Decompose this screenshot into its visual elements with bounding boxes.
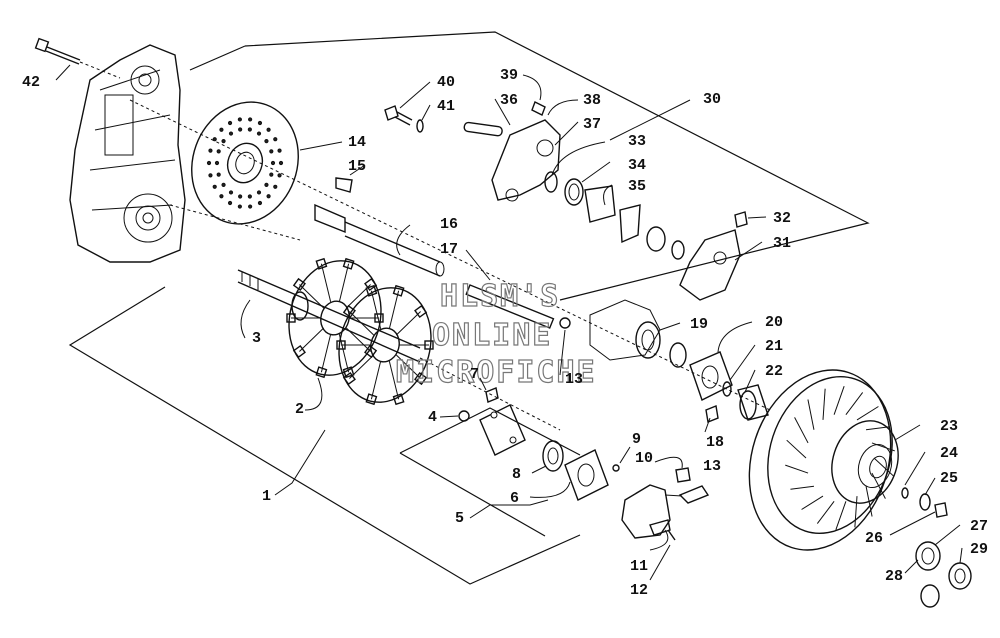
callout-1: 1 <box>262 488 271 505</box>
callout-14: 14 <box>348 134 366 151</box>
callout-4: 4 <box>428 409 437 426</box>
callout-13-bracket: 13 <box>703 458 721 475</box>
callout-37: 37 <box>583 116 601 133</box>
group-box-5 <box>399 407 581 456</box>
watermark-line-1: HLSM'S <box>440 279 560 314</box>
washer-22 <box>722 381 732 397</box>
bolt-7 <box>485 387 499 403</box>
caliper-seals-33 <box>544 171 584 206</box>
bolt-18 <box>705 405 719 423</box>
watermark-line-2: ONLINE <box>432 318 552 353</box>
callout-3: 3 <box>252 330 261 347</box>
callout-30: 30 <box>703 91 721 108</box>
bleeder-32 <box>734 211 748 228</box>
drive-sprocket-2b <box>336 284 434 406</box>
flange-6 <box>479 404 526 456</box>
callout-41: 41 <box>437 98 455 115</box>
brake-caliper-30 <box>491 101 561 202</box>
washer-25 <box>919 493 931 511</box>
callout-23: 23 <box>940 418 958 435</box>
callout-31: 31 <box>773 235 791 252</box>
callout-8: 8 <box>512 466 521 483</box>
callout-38: 38 <box>583 92 601 109</box>
cap-28 <box>920 584 940 608</box>
callout-18: 18 <box>706 434 724 451</box>
washer-41 <box>416 119 424 133</box>
washer-9 <box>612 464 620 472</box>
key-15 <box>335 177 353 193</box>
leader-lines <box>55 64 963 581</box>
screw-12 <box>667 529 676 541</box>
callout-26: 26 <box>865 530 883 547</box>
callout-5: 5 <box>455 510 464 527</box>
callout-2: 2 <box>295 401 304 418</box>
clutch-23 <box>748 369 899 551</box>
callout-22: 22 <box>765 363 783 380</box>
seal-ring <box>671 240 685 260</box>
group-box-30 <box>189 31 870 301</box>
callout-15: 15 <box>348 158 366 175</box>
callout-36: 36 <box>500 92 518 109</box>
callout-9: 9 <box>632 431 641 448</box>
callout-numbers: 42 1 2 3 4 5 6 7 8 9 10 11 12 13 13 14 1… <box>22 67 988 599</box>
bearing-8 <box>542 440 564 472</box>
sensor-bracket-11 <box>621 484 710 539</box>
callout-21: 21 <box>765 338 783 355</box>
callout-19: 19 <box>690 316 708 333</box>
callout-13-nut: 13 <box>565 371 583 388</box>
bolt-42 <box>34 37 121 79</box>
callout-33: 33 <box>628 133 646 150</box>
callout-7: 7 <box>470 366 479 383</box>
callout-32: 32 <box>773 210 791 227</box>
bolt-40 <box>384 105 413 126</box>
spacer-22 <box>737 384 769 421</box>
callout-10: 10 <box>635 450 653 467</box>
piston <box>646 226 666 252</box>
chaincase-housing <box>69 44 186 263</box>
flange-plate-21 <box>689 351 733 401</box>
pin-36 <box>463 121 503 137</box>
group-box-1 <box>68 286 581 585</box>
callout-16: 16 <box>440 216 458 233</box>
brake-disc-14 <box>191 101 299 225</box>
callout-17: 17 <box>440 241 458 258</box>
callout-6: 6 <box>510 490 519 507</box>
bushing-4 <box>458 410 470 422</box>
callout-28: 28 <box>885 568 903 585</box>
bearing-housing-19 <box>589 299 661 361</box>
bearing-20 <box>669 342 687 368</box>
nut-13 <box>559 317 571 329</box>
callout-35: 35 <box>628 178 646 195</box>
callout-11: 11 <box>630 558 648 575</box>
callout-42: 42 <box>22 74 40 91</box>
callout-29: 29 <box>970 541 988 558</box>
callout-34: 34 <box>628 157 646 174</box>
callout-40: 40 <box>437 74 455 91</box>
callout-12: 12 <box>630 582 648 599</box>
nut-13b <box>675 467 691 483</box>
callout-39: 39 <box>500 67 518 84</box>
brake-pad-35 <box>584 185 616 223</box>
callout-25: 25 <box>940 470 958 487</box>
spring-27 <box>915 541 941 571</box>
washer-24 <box>901 487 909 499</box>
callout-20: 20 <box>765 314 783 331</box>
bolt-26 <box>934 502 948 518</box>
callout-24: 24 <box>940 445 958 462</box>
flange-6b <box>564 449 609 501</box>
cap-29 <box>948 562 972 590</box>
drive-sprocket-2a <box>286 257 384 379</box>
caliper-half-31 <box>679 229 741 301</box>
callout-27: 27 <box>970 518 988 535</box>
driveshaft-16 <box>314 203 555 329</box>
pad-spring <box>619 204 641 244</box>
